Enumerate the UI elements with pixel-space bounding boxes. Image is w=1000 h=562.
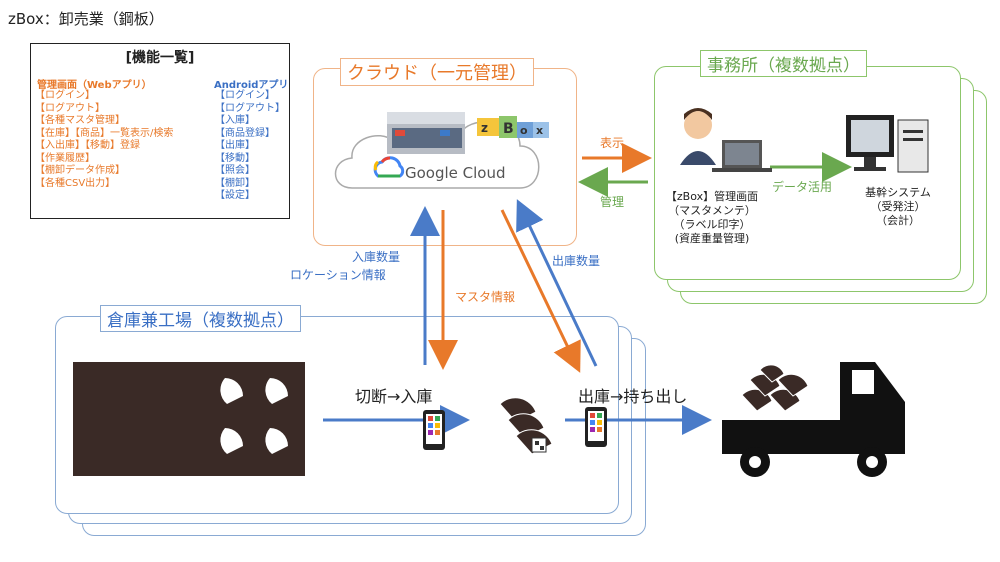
- display-label: 表示: [600, 136, 625, 150]
- android-list-header: Androidアプリ: [214, 80, 289, 91]
- list-item: 【設定】: [215, 190, 255, 201]
- list-item: 【ログイン】: [215, 90, 275, 101]
- list-item: 【ログイン】: [35, 90, 95, 101]
- office-title: 事務所（複数拠点）: [700, 50, 867, 77]
- list-item: 【商品登録】: [215, 127, 275, 139]
- admin-list-header: 管理画面（Webアプリ）: [37, 80, 152, 91]
- list-item: 【各種CSV出力】: [35, 177, 116, 189]
- cut-in-label: 切断→入庫: [355, 387, 433, 406]
- google-cloud-icon: [373, 156, 405, 178]
- manage-label: 管理: [600, 195, 625, 209]
- smartphone-icon: [423, 410, 445, 450]
- cut-parts-icon: [499, 397, 553, 455]
- in-qty-label: 入庫数量: [352, 250, 401, 264]
- list-item: 【ログアウト】: [35, 102, 105, 114]
- list-item: 【入庫】: [215, 115, 255, 126]
- computer-icon: [846, 115, 929, 173]
- cloud-title: クラウド（一元管理）: [340, 58, 534, 86]
- location-label: ロケーション情報: [290, 268, 386, 282]
- function-list-title: [機能一覧]: [125, 50, 195, 66]
- out-take-label: 出庫→持ち出し: [578, 387, 688, 406]
- list-item: 【入出庫】【移動】登録: [35, 140, 140, 151]
- function-list-box: [機能一覧] 管理画面（Webアプリ） 【ログイン】 【ログアウト】 【各種マス…: [30, 43, 290, 219]
- list-item: 【移動】: [215, 152, 255, 164]
- google-cloud-label: Google Cloud: [405, 164, 506, 182]
- steel-plate-icon: [73, 362, 305, 476]
- core-system-label: 基幹システム （受発注） （会計）: [865, 186, 931, 227]
- datacenter-image: [387, 112, 465, 154]
- list-item: 【棚卸データ作成】: [35, 165, 125, 176]
- data-use-label: データ活用: [772, 180, 833, 194]
- zbox-logo-icon: z B o x: [477, 116, 549, 138]
- office-worker-icon: [680, 108, 772, 172]
- list-item: 【出庫】: [215, 140, 255, 151]
- office-panel: [654, 66, 961, 280]
- svg-text:B: B: [503, 121, 514, 137]
- svg-text:o: o: [520, 124, 528, 137]
- list-item: 【照会】: [215, 165, 255, 176]
- list-item: 【棚卸】: [215, 177, 255, 189]
- svg-text:x: x: [536, 124, 543, 137]
- list-item: 【ログアウト】: [215, 102, 285, 114]
- master-label: マスタ情報: [455, 290, 516, 304]
- admin-list: 【ログイン】 【ログアウト】 【各種マスタ管理】 【在庫】【商品】一覧表示/検索…: [35, 90, 173, 190]
- svg-text:z: z: [481, 121, 488, 135]
- page-title: zBox：卸売業（鋼板）: [8, 10, 164, 28]
- android-list: 【ログイン】 【ログアウト】 【入庫】 【商品登録】 【出庫】 【移動】 【照会…: [215, 90, 285, 203]
- smartphone-icon: [585, 407, 607, 447]
- truck-icon: [722, 362, 905, 477]
- list-item: 【作業履歴】: [35, 152, 95, 164]
- out-qty-label: 出庫数量: [552, 254, 601, 268]
- zbox-admin-label: 【zBox】管理画面 （マスタメンテ） （ラベル印字） (資産重量管理): [665, 190, 759, 245]
- warehouse-title: 倉庫兼工場（複数拠点）: [100, 305, 301, 332]
- list-item: 【各種マスタ管理】: [35, 115, 125, 126]
- list-item: 【在庫】【商品】一覧表示/検索: [35, 127, 174, 139]
